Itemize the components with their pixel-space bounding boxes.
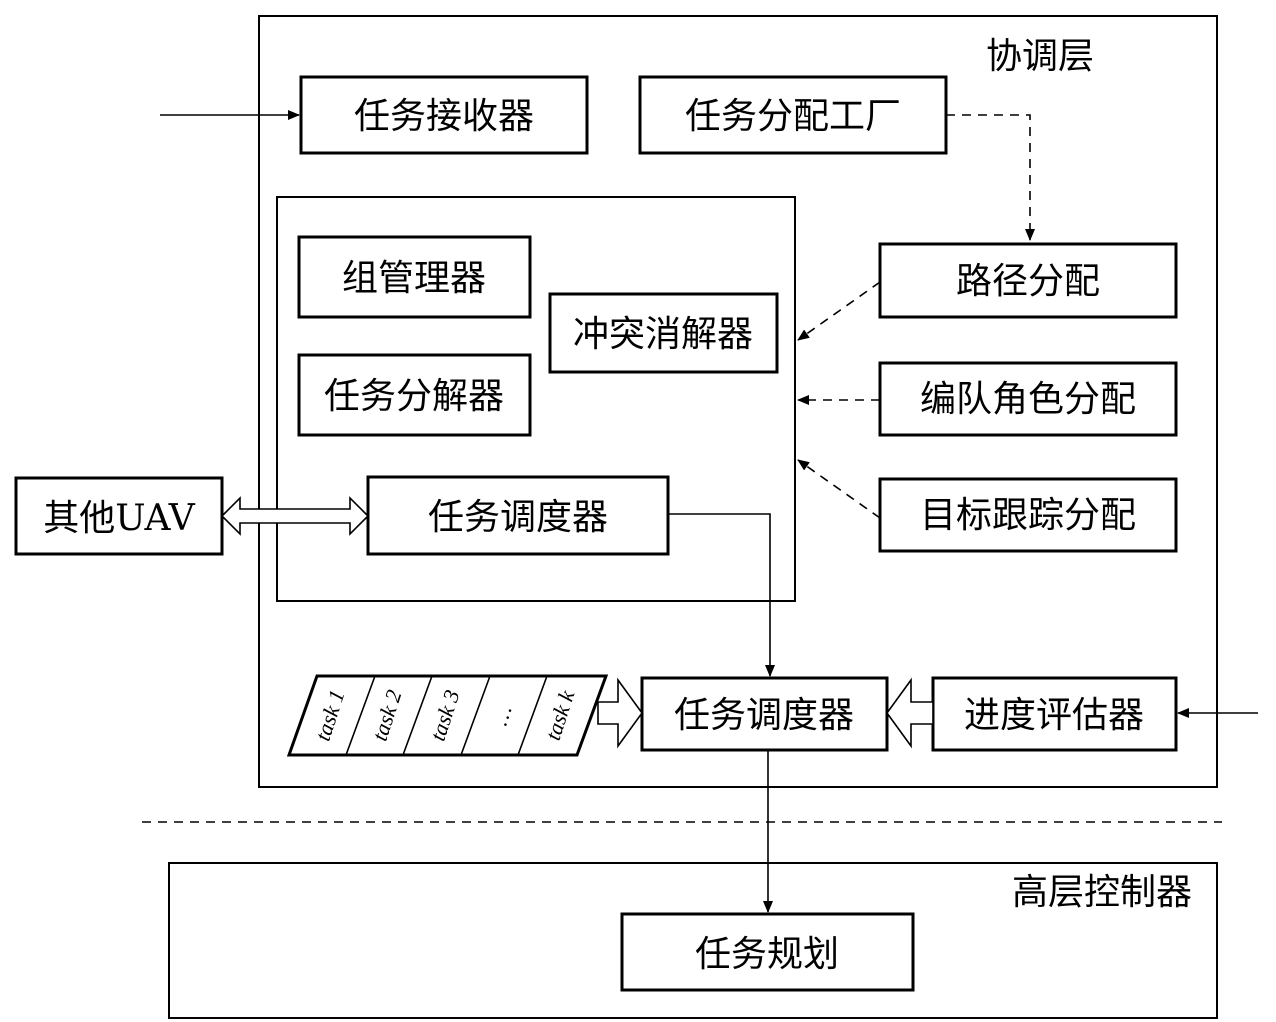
formation-alloc-label: 编队角色分配 [920,379,1136,420]
task-factory-node: 任务分配工厂 [638,75,948,155]
task-decomposer-label: 任务分解器 [324,376,504,417]
path-alloc-node: 路径分配 [878,242,1178,319]
other-uav-label: 其他UAV [43,498,195,539]
task-scheduler-inner-node: 任务调度器 [366,475,670,556]
factory-to-path-arrow [946,114,1035,241]
coordination-layer-label: 协调层 [986,36,1094,77]
progress-eval-label: 进度评估器 [964,695,1144,736]
other-uav-node: 其他UAV [14,476,224,556]
path-to-inner-arrow [797,281,881,341]
inner-module-frame [276,196,796,602]
task-factory-label: 任务分配工厂 [685,96,901,137]
task-decomposer-node: 任务分解器 [297,353,532,437]
group-manager-node: 组管理器 [297,235,532,319]
task-queue: task 1 task 2 task 3 … task k [286,674,609,757]
queue-to-scheduler-block-arrow [597,677,643,749]
task-scheduler-inner-label: 任务调度器 [428,497,608,538]
conflict-resolver-node: 冲突消解器 [548,292,779,374]
task-receiver-label: 任务接收器 [354,96,534,137]
task-planning-label: 任务规划 [695,934,839,975]
target-alloc-node: 目标跟踪分配 [878,477,1178,553]
task-planning-node: 任务规划 [620,912,915,992]
target-alloc-label: 目标跟踪分配 [920,495,1136,536]
conflict-resolver-label: 冲突消解器 [573,314,753,355]
high-level-controller-label: 高层控制器 [1012,872,1192,913]
high-level-controller-frame [168,862,1218,1019]
progress-eval-node: 进度评估器 [931,676,1178,752]
path-alloc-label: 路径分配 [956,261,1100,302]
coordination-layer-frame [258,15,1218,788]
group-manager-label: 组管理器 [342,258,486,299]
uav-exchange-double-arrow [220,496,370,536]
task-receiver-node: 任务接收器 [299,75,589,155]
task-scheduler-main-label: 任务调度器 [674,695,854,736]
target-to-inner-arrow [797,459,881,519]
inner-scheduler-to-main-arrow [668,513,775,677]
progress-to-scheduler-block-arrow [886,677,934,749]
task-scheduler-main-node: 任务调度器 [640,676,889,752]
formation-alloc-node: 编队角色分配 [878,361,1178,437]
